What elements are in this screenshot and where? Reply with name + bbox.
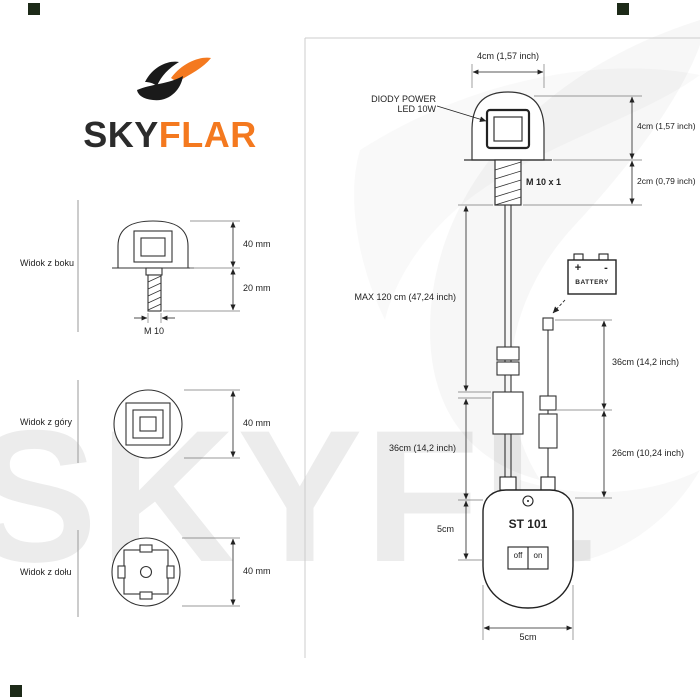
- control-box-drawing: [482, 476, 574, 609]
- bottom-view-label: Widok z dołu: [20, 567, 72, 577]
- bottom-dim-label: 40 mm: [243, 566, 271, 576]
- head-dimensions: [472, 69, 635, 205]
- logo-text-flar: FLAR: [158, 114, 257, 155]
- switch-off-label: off: [513, 551, 523, 560]
- battery-plus-sign: +: [574, 262, 582, 274]
- switch-on-label: on: [533, 551, 543, 560]
- led-pointer-arrow: [436, 105, 487, 122]
- power-switch: off on: [508, 551, 548, 560]
- left-cable-dim-label: 36cm (14,2 inch): [388, 443, 456, 453]
- corner-mark-top-left: [28, 3, 40, 15]
- side-view-dimensions: [134, 221, 236, 321]
- side-view-drawing: [112, 220, 194, 312]
- battery-cable: [538, 317, 558, 478]
- left-extensions: [458, 204, 493, 561]
- side-view-extensions: [147, 220, 240, 323]
- battery-cable-dim-label: 36cm (14,2 inch): [612, 357, 680, 367]
- corner-mark-bottom-left: [10, 685, 22, 697]
- top-view-label: Widok z góry: [20, 417, 73, 427]
- side-view-label: Widok z boku: [20, 258, 75, 268]
- battery-pointer-arrow: [552, 299, 566, 314]
- battery-label: BATTERY: [575, 279, 609, 286]
- thread-height-label: 2cm (0,79 inch): [637, 176, 696, 186]
- head-height-label: 4cm (1,57 inch): [637, 121, 696, 131]
- skyflar-bird-icon: [137, 57, 211, 101]
- logo-wordmark: SKYFLAR: [70, 117, 270, 153]
- skyflar-logo: SKYFLAR: [70, 56, 270, 153]
- box-upper-dim-label: 5cm: [436, 524, 454, 534]
- bottom-extensions: [482, 585, 574, 640]
- frame-lines: [304, 37, 700, 658]
- top-view-drawing: [113, 389, 183, 459]
- side-head-dim-label: 40 mm: [243, 239, 271, 249]
- head-extensions: [471, 64, 642, 206]
- head-width-label: 4cm (1,57 inch): [476, 51, 540, 61]
- side-stem-dim-label: 20 mm: [243, 283, 271, 293]
- battery-minus-sign: -: [604, 262, 608, 274]
- led-label-line2: LED 10W: [397, 104, 436, 114]
- cable-max-label: MAX 120 cm (47,24 inch): [354, 292, 456, 302]
- logo-text-sky: SKY: [83, 114, 159, 155]
- thread-spec-label: M 10 x 1: [526, 177, 562, 187]
- right-extensions: [555, 319, 612, 499]
- top-view-extensions: [184, 389, 240, 459]
- side-thread-label: M 10: [143, 326, 164, 336]
- battery-symbol: [567, 253, 617, 295]
- led-label-line1: DIODY POWER: [371, 94, 436, 104]
- device-name-label: ST 101: [508, 517, 548, 531]
- box-width-dim-label: 5cm: [519, 632, 537, 642]
- lower-cable-dim-label: 26cm (10,24 inch): [612, 448, 685, 458]
- top-dim-label: 40 mm: [243, 418, 271, 428]
- corner-mark-top-right: [617, 3, 629, 15]
- main-cable-connectors: [492, 346, 524, 435]
- bottom-view-drawing: [111, 537, 181, 607]
- bottom-view-extensions: [182, 537, 240, 607]
- head-drawing: [464, 91, 552, 206]
